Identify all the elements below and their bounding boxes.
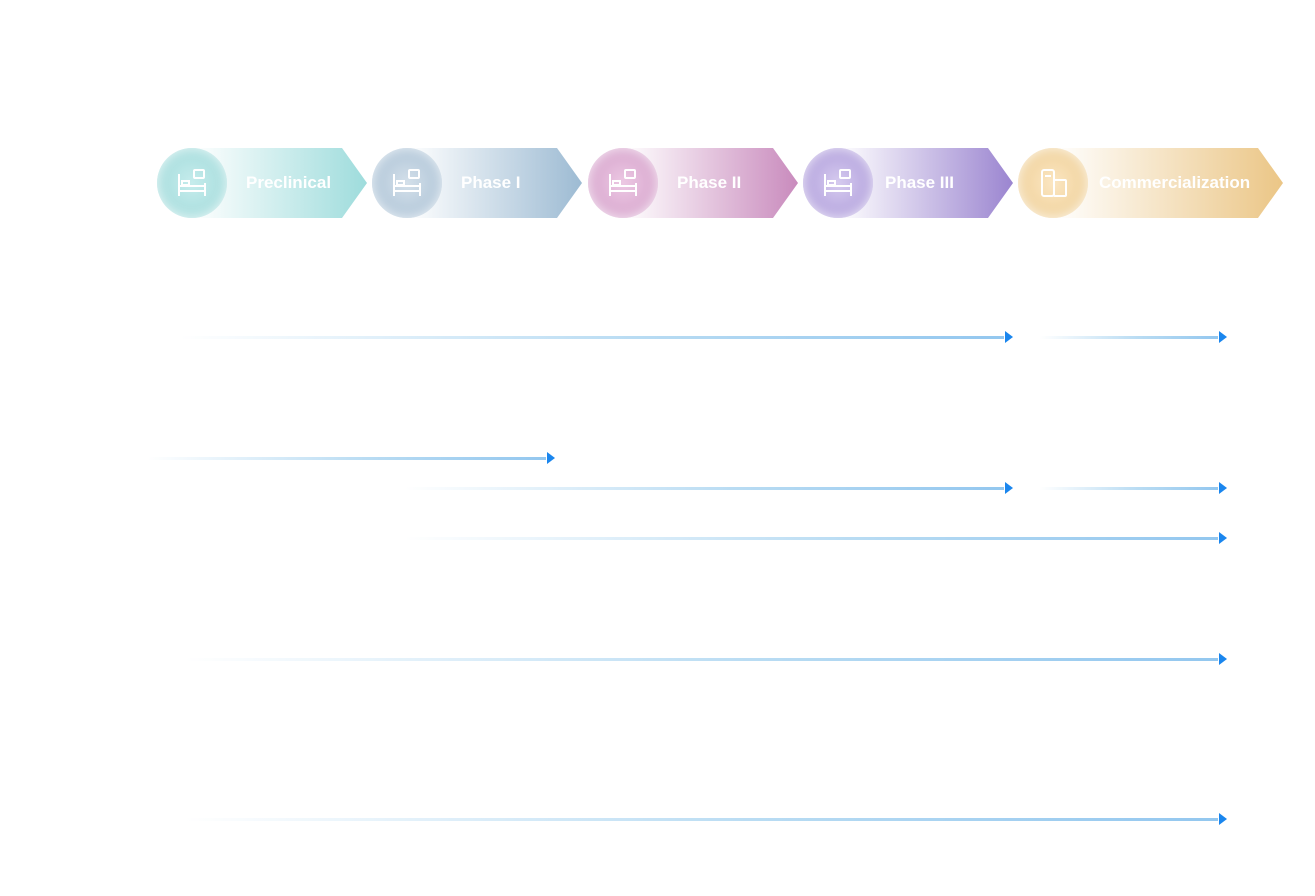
stage-label: Phase II	[677, 173, 742, 192]
stage-circle	[803, 148, 873, 218]
progress-arrow	[148, 452, 555, 464]
stage-circle	[588, 148, 658, 218]
progress-line	[185, 658, 1218, 661]
stage-preclinical: Preclinical	[157, 147, 367, 219]
stage-phase-3: Phase III	[803, 147, 1013, 219]
stage-circle	[157, 148, 227, 218]
hospital-bed-icon	[821, 166, 855, 200]
progress-line	[180, 336, 1004, 339]
stage-label: Phase I	[461, 173, 521, 192]
progress-line	[148, 457, 546, 460]
progress-arrow	[1040, 331, 1227, 343]
progress-line	[1040, 336, 1218, 339]
stage-phase-2: Phase II	[588, 147, 798, 219]
progress-arrow	[180, 331, 1013, 343]
progress-arrow	[185, 813, 1227, 825]
arrow-head-icon	[1219, 331, 1227, 343]
stage-band	[1053, 148, 1283, 218]
stage-label: Phase III	[885, 173, 954, 192]
hospital-bed-icon	[175, 166, 209, 200]
arrow-head-icon	[1005, 331, 1013, 343]
progress-line	[405, 487, 1004, 490]
stage-label: Commercialization	[1099, 173, 1251, 192]
arrow-head-icon	[1219, 532, 1227, 544]
progress-arrow	[1040, 482, 1227, 494]
arrow-head-icon	[1219, 482, 1227, 494]
medicine-box-icon	[1036, 166, 1070, 200]
progress-line	[185, 818, 1218, 821]
hospital-bed-icon	[390, 166, 424, 200]
progress-line	[1040, 487, 1218, 490]
stage-commercialization: Commercialization	[1018, 147, 1283, 219]
stage-circle	[1018, 148, 1088, 218]
hospital-bed-icon	[606, 166, 640, 200]
arrow-head-icon	[1219, 653, 1227, 665]
stage-phase-1: Phase I	[372, 147, 582, 219]
arrow-head-icon	[1219, 813, 1227, 825]
progress-arrow	[405, 482, 1013, 494]
progress-arrow	[185, 653, 1227, 665]
progress-line	[405, 537, 1218, 540]
stage-label: Preclinical	[246, 173, 332, 192]
arrow-head-icon	[1005, 482, 1013, 494]
progress-arrow	[405, 532, 1227, 544]
arrow-head-icon	[547, 452, 555, 464]
stage-circle	[372, 148, 442, 218]
